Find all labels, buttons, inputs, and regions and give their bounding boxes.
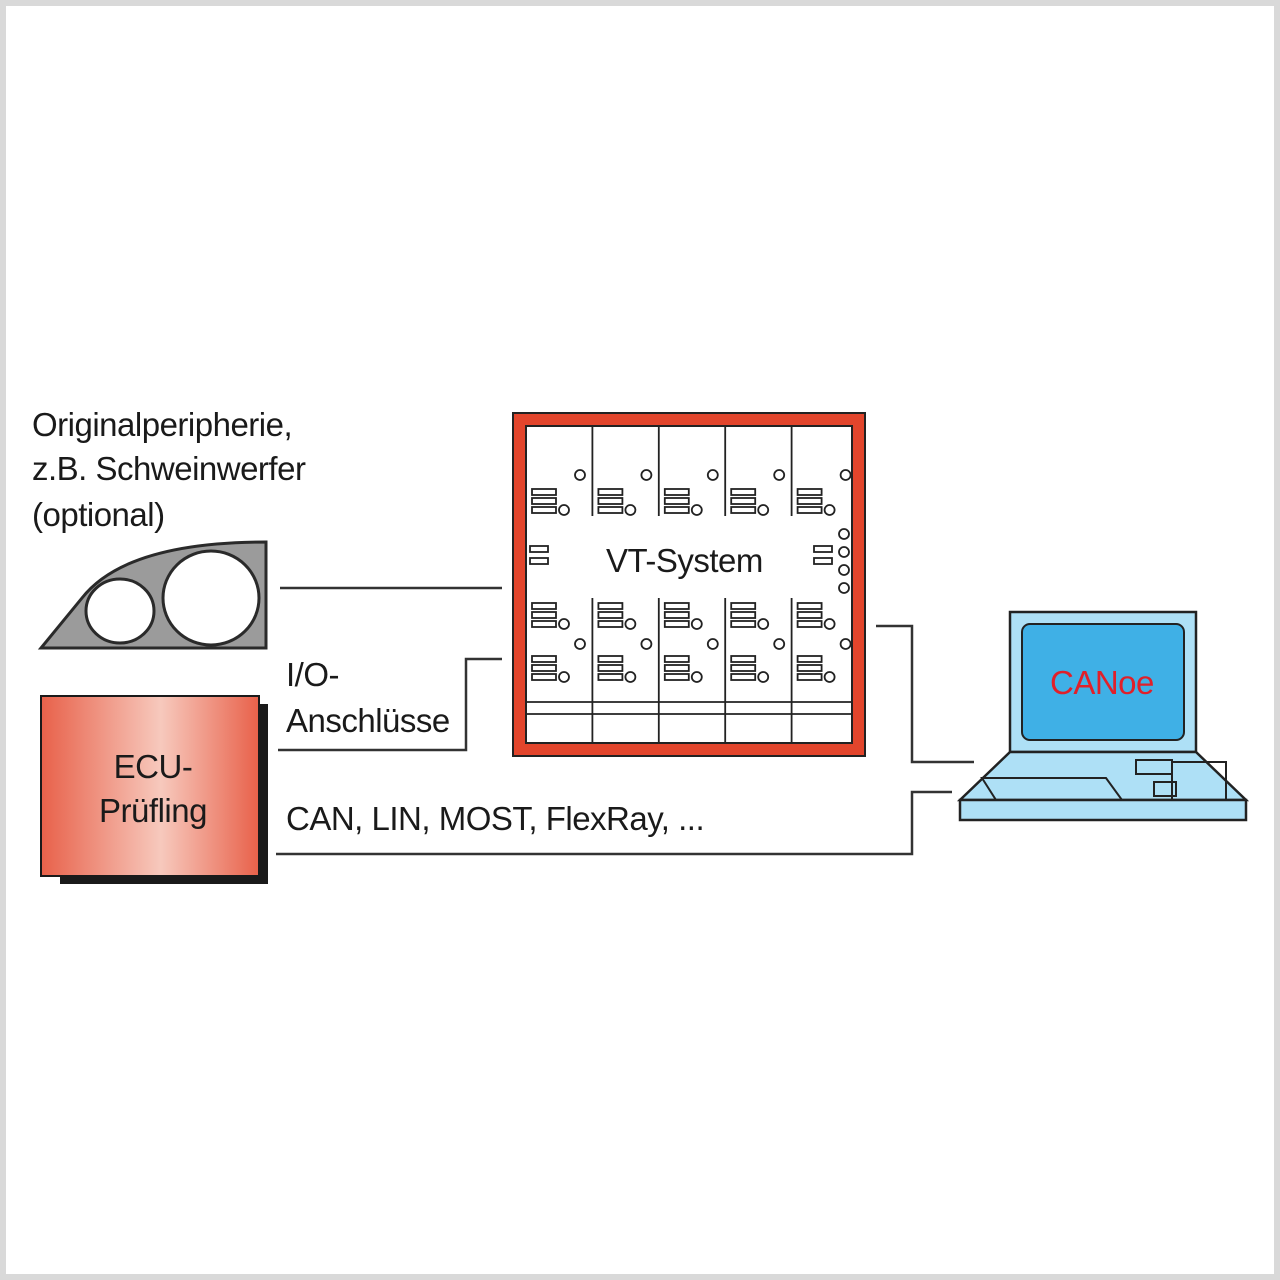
- connector-slot: [531, 611, 557, 619]
- connector-led: [624, 671, 637, 683]
- rack-modules: [526, 426, 852, 743]
- bus-label: CAN, LIN, MOST, FlexRay, ...: [286, 800, 705, 837]
- connector-led: [838, 528, 850, 540]
- connector-slot: [597, 611, 624, 619]
- connector-slot: [730, 497, 757, 505]
- connector-led: [757, 618, 770, 630]
- io-label-line2: Anschlüsse: [286, 702, 450, 739]
- connector-slot: [597, 506, 624, 514]
- peripherie-label-line1: Originalperipherie,: [32, 406, 293, 443]
- connector-led: [558, 671, 570, 683]
- connector-led: [823, 618, 836, 630]
- connector-slot: [531, 602, 557, 610]
- peripherie-label-line3: (optional): [32, 496, 165, 533]
- connector-slot: [531, 673, 557, 681]
- connector-slot: [730, 611, 757, 619]
- ecu-box-icon: [40, 695, 268, 884]
- connector-slot: [663, 620, 690, 628]
- io-label-line1: I/O-: [286, 656, 340, 693]
- connector-slot: [597, 497, 624, 505]
- connector-slot: [796, 664, 823, 672]
- connector-slot: [730, 620, 757, 628]
- connector-led: [690, 618, 703, 630]
- connector-slot: [529, 545, 549, 553]
- connector-slot: [531, 655, 557, 663]
- laptop-icon: [956, 610, 1250, 822]
- connector-slot: [796, 611, 823, 619]
- connector-slot: [730, 506, 757, 514]
- connector-slot: [663, 506, 690, 514]
- connector-slot: [730, 673, 757, 681]
- connector-slot: [597, 488, 624, 496]
- connector-slot: [730, 664, 757, 672]
- connector-slot: [796, 673, 823, 681]
- connector-led: [706, 469, 719, 481]
- connector-slot: [813, 557, 833, 565]
- ecu-label-line2: Prüfling: [99, 792, 207, 829]
- ecu-label-line1: ECU-: [113, 748, 193, 785]
- connector-slot: [663, 655, 690, 663]
- connector-slot: [531, 488, 557, 496]
- connector-led: [839, 638, 852, 650]
- connector-led: [757, 671, 770, 683]
- connector-slot: [663, 488, 690, 496]
- connector-led: [640, 469, 653, 481]
- connector-slot: [796, 497, 823, 505]
- connector-led: [838, 546, 850, 558]
- vt-system-label: VT-System: [606, 542, 763, 579]
- connector-led: [823, 671, 836, 683]
- diagram-graphics: [37, 412, 1250, 884]
- connector-led: [574, 638, 586, 650]
- vt-to-laptop-line: [876, 624, 974, 764]
- connector-slot: [597, 664, 624, 672]
- connector-slot: [663, 673, 690, 681]
- io-to-vt-line: [278, 657, 502, 752]
- connector-slot: [531, 497, 557, 505]
- connector-slot: [531, 620, 557, 628]
- connection-lines: [276, 586, 974, 856]
- connector-led: [624, 504, 637, 516]
- connector-slot: [796, 655, 823, 663]
- connector-slot: [529, 557, 549, 565]
- connector-slot: [531, 664, 557, 672]
- canoe-label: CANoe: [1050, 664, 1154, 701]
- bus-to-laptop-line: [276, 790, 952, 856]
- connector-slot: [663, 664, 690, 672]
- connector-slot: [663, 602, 690, 610]
- connector-led: [773, 638, 786, 650]
- connector-led: [839, 469, 852, 481]
- peripherie-label-line2: z.B. Schweinwerfer: [32, 450, 306, 487]
- connector-led: [640, 638, 653, 650]
- connector-slot: [597, 620, 624, 628]
- connector-slot: [730, 488, 757, 496]
- connector-led: [706, 638, 719, 650]
- connector-led: [558, 504, 570, 516]
- connector-led: [690, 504, 703, 516]
- connector-led: [838, 582, 850, 594]
- connector-slot: [597, 655, 624, 663]
- connector-led: [757, 504, 770, 516]
- connector-led: [558, 618, 570, 630]
- connector-slot: [663, 611, 690, 619]
- connector-led: [574, 469, 586, 481]
- vt-system-rack-icon: [512, 412, 866, 757]
- headlight-icon: [37, 540, 268, 650]
- connector-led: [690, 671, 703, 683]
- connector-slot: [597, 673, 624, 681]
- connector-slot: [796, 602, 823, 610]
- connector-led: [773, 469, 786, 481]
- connector-slot: [597, 602, 624, 610]
- connector-slot: [531, 506, 557, 514]
- connector-slot: [796, 620, 823, 628]
- connector-slot: [796, 488, 823, 496]
- connector-led: [823, 504, 836, 516]
- connector-slot: [796, 506, 823, 514]
- connector-slot: [663, 497, 690, 505]
- connector-led: [838, 564, 850, 576]
- connector-slot: [730, 655, 757, 663]
- connector-slot: [813, 545, 833, 553]
- connector-led: [624, 618, 637, 630]
- connector-slot: [730, 602, 757, 610]
